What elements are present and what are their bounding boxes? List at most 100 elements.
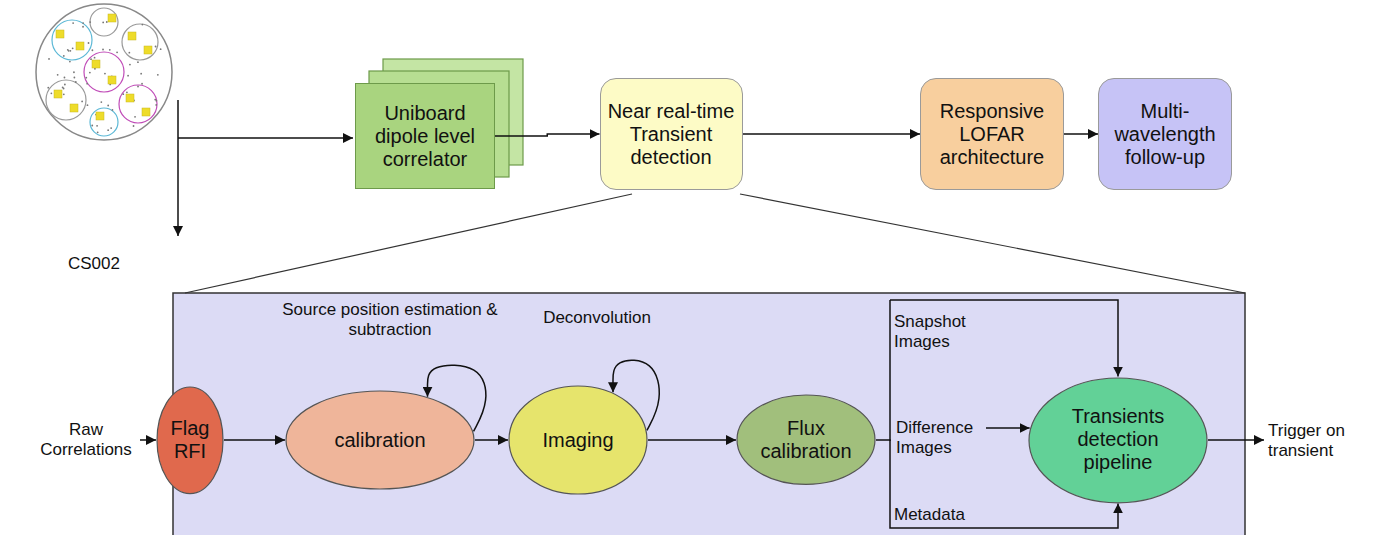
flow-label: Raw Correlations: [34, 420, 138, 461]
tile-square: [54, 90, 62, 98]
flow-arrow: [743, 133, 921, 135]
dipole-dot: [64, 77, 66, 79]
dipole-dot: [102, 21, 104, 23]
zoom-line: [740, 194, 1245, 293]
dipole-dot: [155, 46, 157, 48]
node-text: Near real-time Transient detection: [608, 100, 735, 169]
process-ellipse: Flux calibration: [736, 394, 876, 485]
tile-square: [126, 94, 134, 102]
dipole-dot: [91, 125, 93, 127]
dipole-dot: [72, 47, 74, 49]
dipole-dot: [75, 81, 77, 83]
dipole-dot: [90, 58, 92, 60]
station-ring: [90, 8, 118, 36]
dipole-dot: [112, 109, 114, 111]
dipole-dot: [69, 61, 71, 63]
process-box: Responsive LOFAR architecture: [920, 78, 1064, 190]
bus-bar: [889, 300, 891, 441]
node-text: Multi-wavelength follow-up: [1106, 100, 1224, 169]
node-text: Flux calibration: [754, 417, 859, 463]
ellipse-shape: [157, 387, 223, 494]
dipole-dot: [102, 49, 104, 51]
text-block: Responsive LOFAR architecture: [928, 100, 1056, 169]
signal-arrow: [178, 137, 353, 139]
dipole-dot: [137, 86, 139, 88]
ellipse-shape: [1029, 378, 1207, 503]
tile-square: [92, 60, 100, 68]
dipole-dot: [81, 101, 83, 103]
dipole-dot: [140, 73, 142, 75]
edge-label: Deconvolution: [517, 308, 677, 328]
station-ring: [84, 52, 124, 92]
dipole-dot: [91, 49, 93, 51]
process-box: Uniboard dipole level correlator: [355, 83, 495, 189]
bus-branch: [982, 427, 1030, 429]
node-text: Responsive LOFAR architecture: [928, 100, 1056, 169]
ellipse-shape: [286, 391, 474, 489]
dipole-dot: [106, 21, 108, 23]
dipole-dot: [94, 57, 96, 59]
text-block: Near real-time Transient detection: [608, 100, 735, 169]
dipole-dot: [73, 77, 75, 79]
station-ring: [52, 20, 92, 60]
dipole-dot: [63, 88, 65, 90]
text-block: calibration: [309, 429, 452, 452]
dipole-dot: [160, 48, 162, 50]
dipole-dot: [141, 83, 143, 85]
zoom-line: [185, 194, 632, 293]
dipole-dot: [129, 64, 131, 66]
dipole-dot: [104, 73, 106, 75]
callout-label: CS002: [68, 254, 120, 274]
tile-square: [108, 76, 116, 84]
dipole-dot: [82, 22, 84, 24]
dipole-dot: [128, 52, 130, 54]
station-ring: [90, 108, 118, 136]
leader-line: [177, 100, 179, 236]
dipole-dot: [82, 26, 84, 28]
dipole-dot: [57, 74, 59, 76]
tile-square: [108, 14, 116, 22]
dipole-dot: [97, 131, 99, 133]
tile-square: [144, 46, 152, 54]
dipole-dot: [89, 21, 91, 23]
tile-square: [128, 32, 136, 40]
tile-square: [56, 30, 64, 38]
flow-label: Difference Images: [896, 418, 986, 459]
flow-arrow: [475, 439, 508, 441]
dipole-dot: [72, 22, 74, 24]
trigger-arrow: [1208, 439, 1264, 441]
tile-square: [96, 112, 104, 120]
dipole-dot: [122, 93, 124, 95]
process-ellipse: Imaging: [508, 385, 648, 495]
node-text: calibration: [309, 429, 452, 452]
dipole-dot: [47, 87, 49, 89]
text-block: Flux calibration: [754, 417, 859, 463]
ellipse-shape: [737, 395, 875, 484]
dipole-dot: [107, 129, 109, 131]
dipole-dot: [155, 100, 157, 102]
flow-label: Trigger on transient: [1268, 421, 1372, 462]
node-text: Flag RFI: [165, 417, 216, 463]
text-block: Imaging: [526, 429, 631, 452]
node-text: Uniboard dipole level correlator: [363, 102, 487, 171]
dipole-dot: [155, 104, 157, 106]
process-ellipse: Flag RFI: [156, 386, 224, 495]
dipole-dot: [142, 24, 144, 26]
text-block: Multi-wavelength follow-up: [1106, 100, 1224, 169]
station-ring: [46, 80, 86, 120]
process-ellipse: calibration: [285, 390, 475, 490]
process-box: Multi-wavelength follow-up: [1098, 78, 1232, 190]
bus-branch: [890, 300, 1118, 377]
dipole-dot: [85, 77, 87, 79]
process-ellipse: Transients detection pipeline: [1028, 377, 1208, 504]
dipole-dot: [86, 83, 88, 85]
dipole-dot: [133, 125, 135, 127]
node-text: Transients detection pipeline: [1051, 405, 1186, 474]
dipole-dot: [109, 49, 111, 51]
input-arrow: [140, 439, 156, 441]
dipole-dot: [69, 50, 71, 52]
dipole-dot: [63, 93, 65, 95]
flow-arrow: [1064, 133, 1098, 135]
zoom-panel: [173, 293, 1245, 535]
